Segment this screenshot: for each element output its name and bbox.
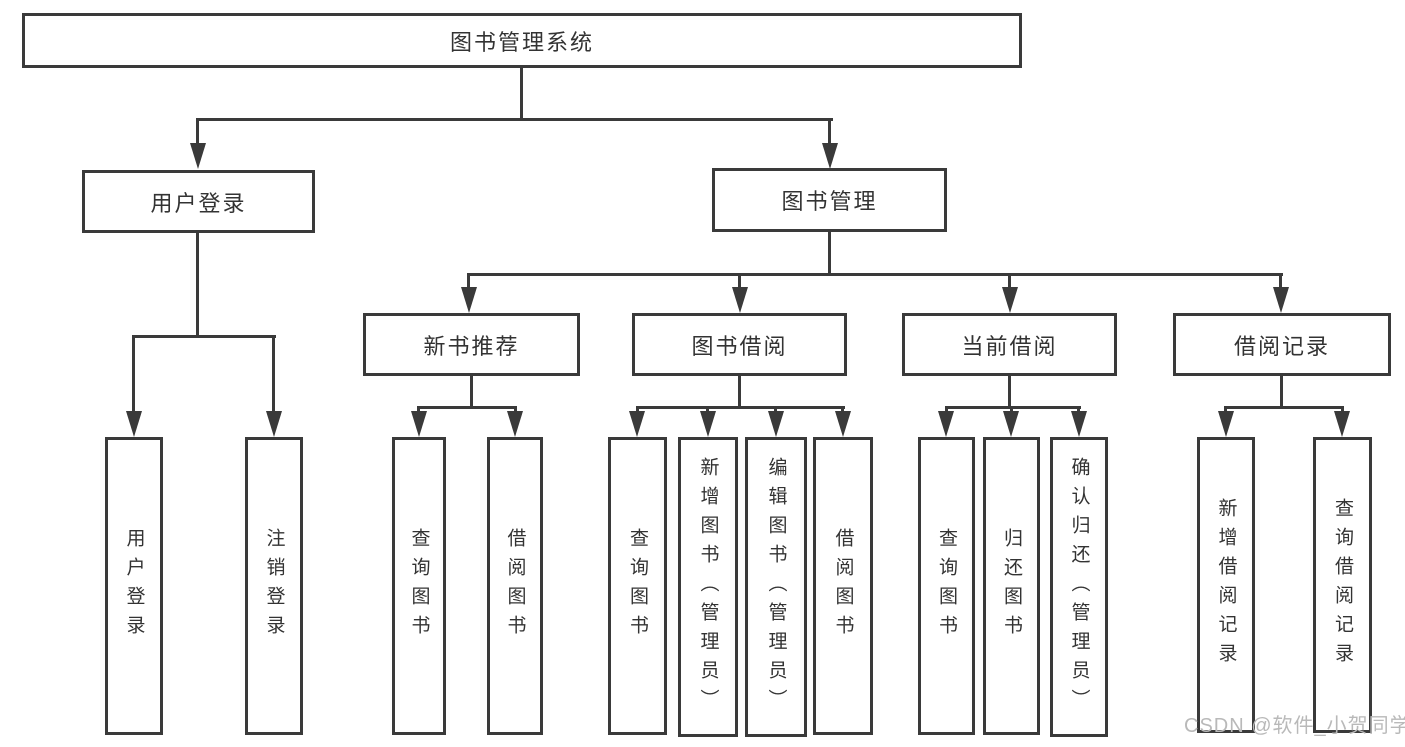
leaf-user-login: 用户登录 [105, 437, 163, 735]
leaf-query-borrow-record: 查询借阅记录 [1313, 437, 1372, 733]
connector-rail [636, 406, 845, 409]
connector-user-login-stem [196, 233, 199, 335]
leaf-query-books-current: 查询图书 [918, 437, 975, 735]
connector-stem [738, 376, 741, 406]
node-borrow-records-label: 借阅记录 [1233, 333, 1330, 359]
node-root-label: 图书管理系统 [449, 29, 594, 55]
leaf-query-books-recommend: 查询图书 [392, 437, 446, 735]
leaf-label: 注销登录 [263, 528, 285, 644]
connector-stem [1280, 376, 1283, 406]
node-new-book-recommend-label: 新书推荐 [423, 333, 520, 359]
connector-drop [417, 406, 420, 414]
leaf-add-borrow-record: 新增借阅记录 [1197, 437, 1255, 733]
leaf-label: 查询图书 [936, 528, 957, 644]
arrow-down-icon [1273, 287, 1289, 313]
connector-book-mgmt-rail [467, 273, 1283, 276]
leaf-label: 借阅图书 [504, 528, 526, 644]
arrow-down-icon [461, 287, 477, 313]
connector-stem [470, 376, 473, 406]
connector-drop [636, 406, 639, 414]
connector-drop [738, 273, 741, 289]
leaf-confirm-return-admin: 确认归还（管理员） [1050, 437, 1108, 737]
connector-drop [1224, 406, 1227, 414]
arrow-down-icon [1002, 287, 1018, 313]
connector-stem [1008, 376, 1011, 406]
watermark: CSDN @软件_小贺同学 [1184, 715, 1405, 737]
connector-drop [1279, 273, 1282, 289]
connector-drop [841, 406, 844, 414]
arrow-down-icon [938, 411, 954, 437]
leaf-label: 查询图书 [408, 528, 430, 644]
arrow-down-icon [822, 143, 838, 169]
arrow-down-icon [1334, 411, 1350, 437]
leaf-return-book: 归还图书 [983, 437, 1040, 735]
connector-drop [514, 406, 517, 414]
arrow-down-icon [126, 411, 142, 437]
leaf-query-books-borrow: 查询图书 [608, 437, 667, 735]
connector-drop [1008, 273, 1011, 289]
connector-drop [706, 406, 709, 414]
node-book-management: 图书管理 [712, 168, 947, 232]
leaf-label: 新增图书（管理员） [697, 456, 719, 718]
node-user-login-label: 用户登录 [150, 190, 247, 216]
arrow-down-icon [629, 411, 645, 437]
connector-rail [945, 406, 1081, 409]
node-root: 图书管理系统 [22, 13, 1022, 68]
arrow-down-icon [768, 411, 784, 437]
leaf-label: 新增借阅记录 [1215, 498, 1237, 672]
leaf-label: 编辑图书（管理员） [765, 456, 787, 718]
connector-root-drop-left [196, 118, 199, 146]
connector-root-stem [520, 68, 523, 118]
connector-drop [1077, 406, 1080, 414]
arrow-down-icon [1071, 411, 1087, 437]
connector-drop [1341, 406, 1344, 414]
leaf-edit-book-admin: 编辑图书（管理员） [745, 437, 807, 737]
leaf-label: 查询图书 [627, 528, 648, 644]
node-borrow-records: 借阅记录 [1173, 313, 1391, 376]
leaf-label: 用户登录 [123, 528, 145, 644]
node-book-borrow: 图书借阅 [632, 313, 847, 376]
arrow-down-icon [700, 411, 716, 437]
connector-book-mgmt-stem [828, 232, 831, 273]
leaf-label: 归还图书 [1001, 528, 1022, 644]
arrow-down-icon [190, 143, 206, 169]
arrow-down-icon [411, 411, 427, 437]
node-book-management-label: 图书管理 [781, 189, 878, 214]
leaf-borrow-books: 借阅图书 [813, 437, 873, 735]
arrow-down-icon [507, 411, 523, 437]
node-current-borrow: 当前借阅 [902, 313, 1117, 376]
connector-drop [774, 406, 777, 414]
connector-drop [467, 273, 470, 289]
connector-rail [1224, 406, 1344, 409]
arrow-down-icon [266, 411, 282, 437]
connector-drop [132, 335, 135, 413]
leaf-logout: 注销登录 [245, 437, 303, 735]
connector-drop [1010, 406, 1013, 414]
node-new-book-recommend: 新书推荐 [363, 313, 580, 376]
node-user-login: 用户登录 [82, 170, 315, 233]
leaf-label: 查询借阅记录 [1332, 498, 1353, 672]
arrow-down-icon [732, 287, 748, 313]
leaf-label: 借阅图书 [832, 528, 854, 644]
connector-root-drop-right [828, 118, 831, 146]
arrow-down-icon [1003, 411, 1019, 437]
leaf-label: 确认归还（管理员） [1068, 456, 1090, 718]
leaf-borrow-books-recommend: 借阅图书 [487, 437, 543, 735]
connector-rail [417, 406, 517, 409]
node-current-borrow-label: 当前借阅 [961, 333, 1058, 359]
arrow-down-icon [1218, 411, 1234, 437]
connector-drop [272, 335, 275, 413]
connector-root-rail [196, 118, 833, 121]
arrow-down-icon [835, 411, 851, 437]
connector-user-login-rail [132, 335, 276, 338]
connector-drop [945, 406, 948, 414]
leaf-add-book-admin: 新增图书（管理员） [678, 437, 738, 737]
node-book-borrow-label: 图书借阅 [691, 333, 788, 359]
